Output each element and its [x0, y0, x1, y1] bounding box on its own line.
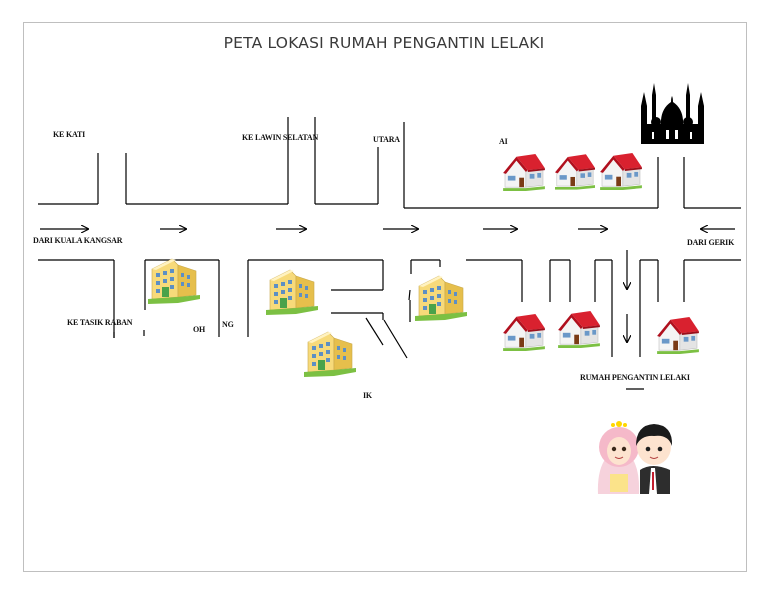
label-utara: UTARA: [373, 135, 400, 144]
label-ke-tasik-raban: KE TASIK RABAN: [67, 318, 133, 327]
bride-groom-icon: [597, 421, 673, 494]
map-title: PETA LOKASI RUMAH PENGANTIN LELAKI: [223, 34, 545, 52]
mosque-icon: [641, 83, 704, 144]
house-icon: [503, 313, 545, 351]
label-oh: OH: [193, 325, 206, 334]
label-dari-gerik: DARI GERIK: [687, 238, 735, 247]
house-icon: [555, 153, 595, 190]
label-dari-kuala-kangsar: DARI KUALA KANGSAR: [33, 236, 123, 245]
building-icon: [148, 258, 200, 305]
direction-arrows: [40, 229, 735, 342]
label-ai: AI: [499, 137, 508, 146]
label-ng: NG: [222, 320, 234, 329]
label-rumah-pengantin-lelaki: RUMAH PENGANTIN LELAKI: [580, 373, 690, 382]
building-icon: [266, 269, 318, 316]
house-icon: [600, 152, 642, 190]
building-icon: [415, 275, 467, 322]
label-ik: IK: [363, 391, 372, 400]
label-ke-lawin-selatan: KE LAWIN SELATAN: [242, 133, 319, 142]
house-icon: [558, 310, 600, 348]
house-icon: [503, 153, 545, 191]
building-icon: [304, 331, 356, 378]
roads: [38, 117, 741, 390]
house-icon: [657, 316, 699, 354]
label-ke-kati: KE KATI: [53, 130, 86, 139]
